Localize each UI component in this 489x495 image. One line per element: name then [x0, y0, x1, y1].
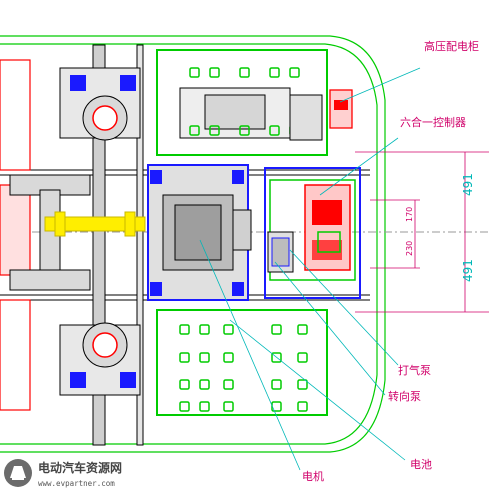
battery-cell: [209, 125, 220, 136]
battery-cell: [239, 125, 250, 136]
battery-cell: [271, 379, 282, 390]
battery-cell: [199, 379, 210, 390]
battery-cell: [223, 379, 234, 390]
battery-cell: [271, 324, 282, 335]
battery-cell: [271, 352, 282, 363]
battery-cell: [209, 67, 220, 78]
battery-cell: [223, 352, 234, 363]
left-suspension-parts: [0, 59, 31, 411]
battery-cell: [179, 379, 190, 390]
front-axle-assembly: [59, 67, 141, 141]
six-in-one-controller: [264, 167, 361, 299]
dimension-upper-offset: 170: [405, 207, 414, 222]
battery-cell: [289, 67, 300, 78]
battery-cell: [179, 401, 190, 412]
battery-cell: [297, 352, 308, 363]
leader-lines: [199, 67, 421, 471]
label-high-voltage-cabinet: 高压配电柜: [424, 39, 479, 53]
battery-cell: [269, 67, 280, 78]
dimension-lines: [355, 151, 489, 313]
battery-cell: [239, 67, 250, 78]
watermark: 电动汽车资源网 www.evpartner.com: [0, 454, 150, 495]
vehicle-body-outline: [0, 35, 386, 453]
motor-assembly: [147, 164, 252, 301]
battery-cell: [179, 352, 190, 363]
battery-cell: [199, 324, 210, 335]
air-pump-assembly: [304, 184, 351, 271]
top-battery-box: [156, 49, 328, 156]
watermark-title: 电动汽车资源网: [38, 460, 122, 475]
watermark-logo-icon: [4, 459, 32, 487]
battery-cell: [269, 125, 280, 136]
dimension-lower-offset: 230: [405, 241, 414, 256]
battery-cell: [297, 324, 308, 335]
battery-cell: [199, 352, 210, 363]
battery-cell: [297, 379, 308, 390]
label-steering-pump: 转向泵: [388, 389, 421, 403]
label-battery: 电池: [410, 458, 432, 471]
battery-cell: [223, 401, 234, 412]
dimension-top-half: 491: [461, 173, 475, 196]
battery-cell: [179, 324, 190, 335]
high-voltage-cabinet: [329, 89, 353, 129]
label-air-pump: 打气泵: [398, 363, 431, 377]
battery-cell: [189, 125, 200, 136]
bottom-battery-box: [156, 309, 328, 416]
watermark-url: www.evpartner.com: [38, 479, 115, 488]
drive-shaft: [44, 211, 146, 237]
label-six-in-one-controller: 六合一控制器: [400, 115, 466, 129]
battery-cell: [223, 324, 234, 335]
battery-cell: [189, 67, 200, 78]
steering-pump-assembly: [267, 231, 294, 273]
battery-cell: [297, 401, 308, 412]
battery-cell: [199, 401, 210, 412]
rear-axle-assembly: [59, 322, 141, 396]
dimension-bottom-half: 491: [461, 259, 475, 282]
label-motor: 电机: [302, 469, 324, 483]
